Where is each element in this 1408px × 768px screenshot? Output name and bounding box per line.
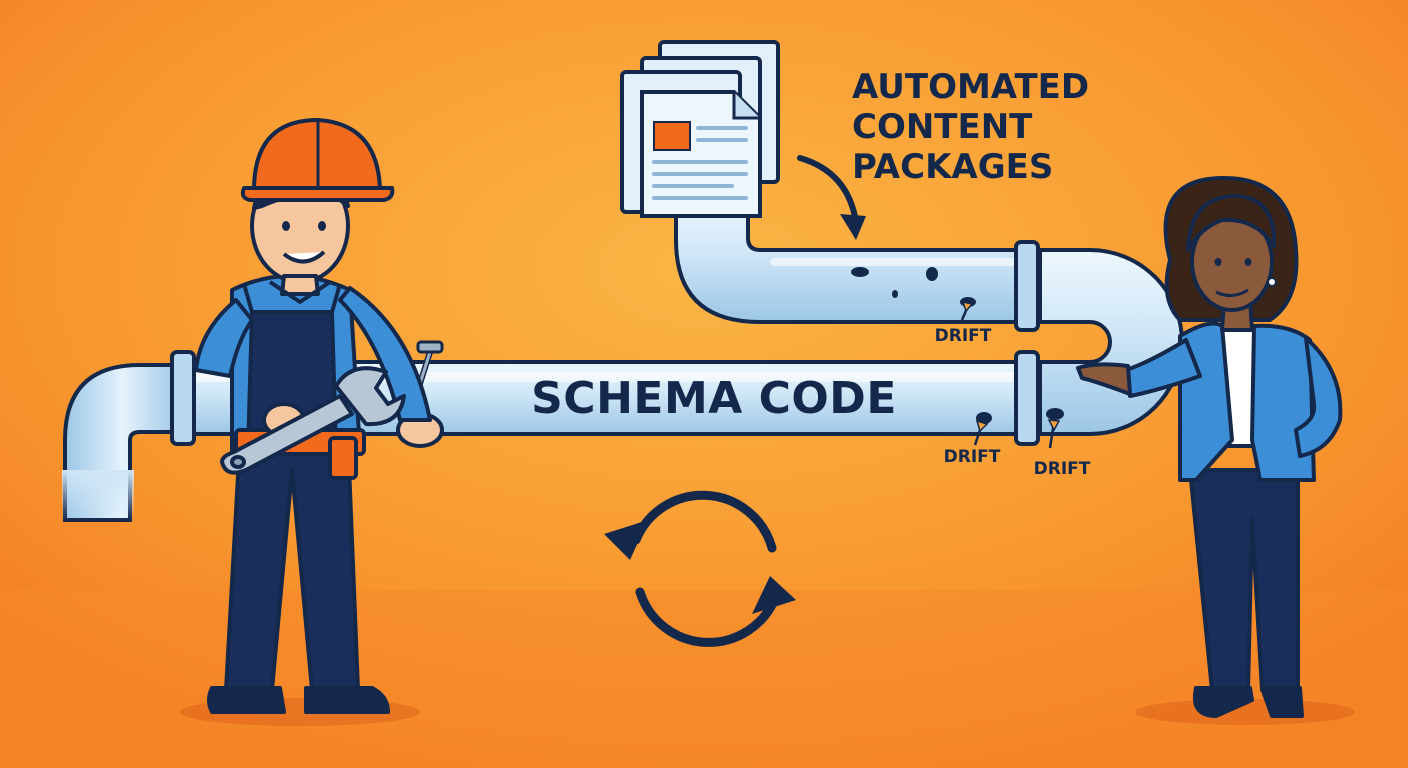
- heading-line3: PACKAGES: [852, 147, 1053, 187]
- manager-figure: [1076, 175, 1343, 718]
- wrench-icon: [220, 366, 406, 475]
- heading-line2: CONTENT: [852, 107, 1033, 147]
- pipe-label: SCHEMA CODE: [531, 373, 897, 424]
- curved-arrow-icon: [797, 155, 866, 240]
- pipe-left-fade: [62, 470, 134, 520]
- drift-marker: [1047, 419, 1061, 449]
- drift-label: DRIFT: [1034, 459, 1091, 479]
- refresh-cycle-icon: [631, 490, 781, 647]
- document-stack-icon: [620, 40, 780, 218]
- refresh-arrow-head: [604, 520, 648, 560]
- floor: [0, 590, 1408, 768]
- pipe-flange: [1014, 240, 1040, 332]
- drift-label: DRIFT: [935, 326, 992, 346]
- drift-marker: [960, 300, 974, 321]
- drift-marker: [973, 419, 989, 446]
- drift-label: DRIFT: [944, 447, 1001, 467]
- heading-line1: AUTOMATED: [852, 67, 1089, 107]
- pipe-flange: [170, 350, 196, 446]
- pipe-flange: [1014, 350, 1040, 446]
- refresh-arrow-head: [752, 576, 796, 614]
